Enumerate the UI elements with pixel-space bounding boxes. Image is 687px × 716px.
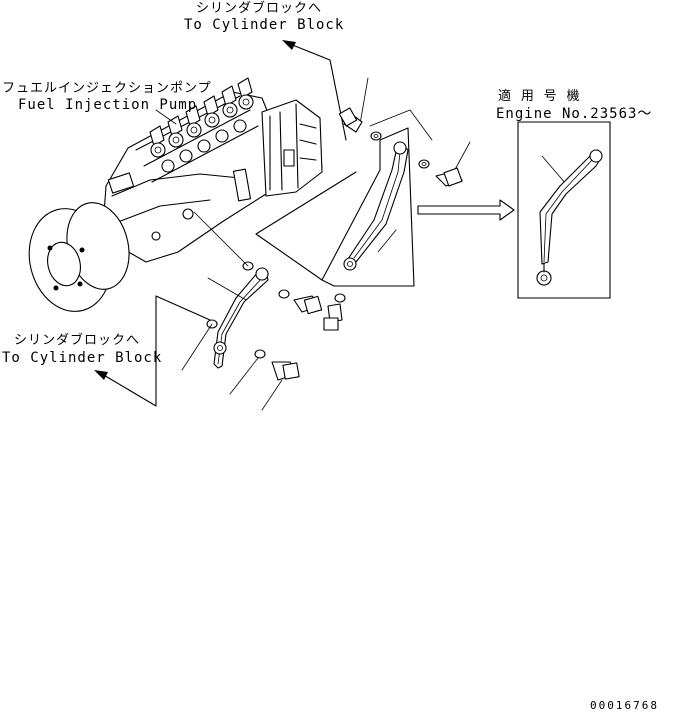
plunger-barrels [149,77,254,173]
left-to-cylinder-label-jp: シリンダブロックへ [14,333,141,348]
leader-lines [94,40,347,407]
drawing-number: 00016768 [590,699,659,712]
variant-arrow [417,199,515,221]
top-to-cylinder-label-jp: シリンダブロックへ [196,1,323,16]
drive-coupling [28,202,130,312]
lower-oil-pipe-group [181,211,346,411]
engine-number-label: Engine No.23563～ [496,106,653,122]
applicable-label-jp: 適 用 号 機 [498,89,581,104]
pump-label-jp: フュエルインジェクションポンプ [2,81,212,96]
variant-box [517,121,611,299]
left-to-cylinder-label-en: To Cylinder Block [2,350,163,366]
governor-housing [261,99,323,197]
fuel-injection-pump [28,77,323,312]
pump-label-en: Fuel Injection Pump [18,97,198,113]
upper-oil-pipe-group [255,77,471,287]
top-to-cylinder-label-en: To Cylinder Block [184,17,345,33]
